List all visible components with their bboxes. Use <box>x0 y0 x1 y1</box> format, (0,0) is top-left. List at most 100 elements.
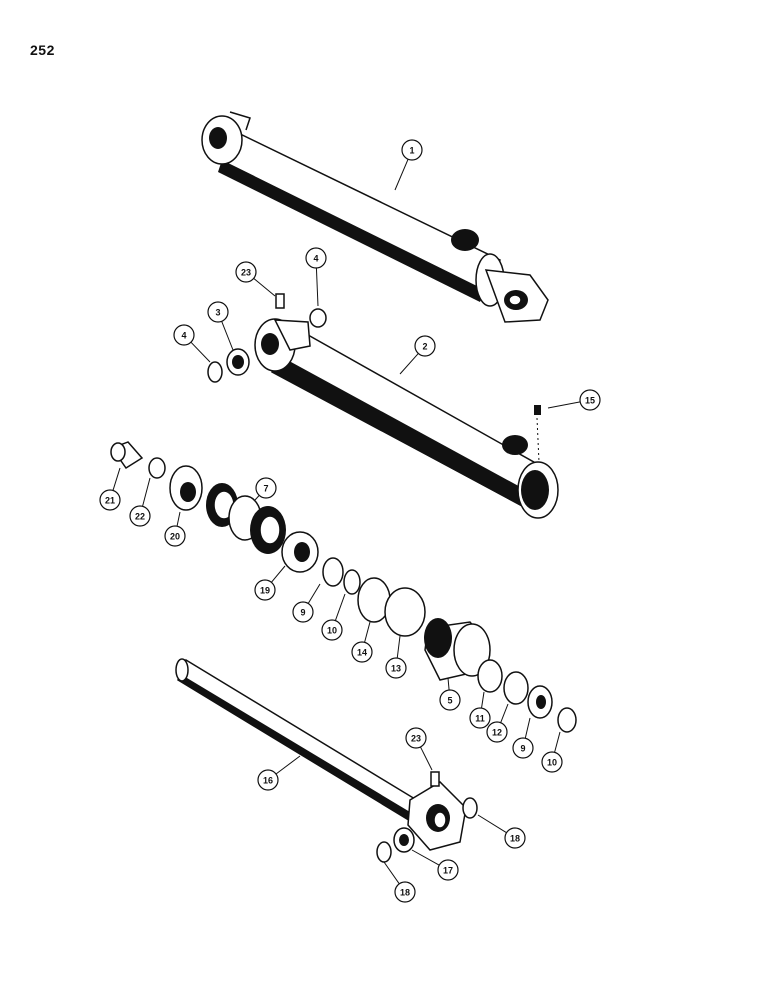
callout-label: 4 <box>313 254 318 264</box>
wiper-9-right <box>527 685 553 719</box>
retaining-ring-18-left <box>376 841 392 863</box>
leader-line <box>477 814 507 834</box>
callout-circle <box>504 827 526 849</box>
callout-4: 4 <box>305 247 327 307</box>
callout-circle <box>437 859 459 881</box>
callout-label: 19 <box>260 586 270 596</box>
rod-seal-11 <box>477 659 503 693</box>
callout-circle <box>164 525 186 547</box>
callout-label: 5 <box>447 696 452 706</box>
callout-label: 18 <box>400 888 410 898</box>
leader-line <box>500 703 509 723</box>
callout-17: 17 <box>411 849 459 881</box>
callout-circle <box>405 727 427 749</box>
callout-circle <box>235 261 257 283</box>
backup-ring-13 <box>384 587 426 637</box>
callout-circle <box>512 737 534 759</box>
callout-18: 18 <box>383 861 416 903</box>
callout-label: 22 <box>135 512 145 522</box>
callout-label: 17 <box>443 866 453 876</box>
o-ring-10-left <box>343 569 361 595</box>
nut-21 <box>110 441 144 470</box>
page-number: 252 <box>30 42 55 58</box>
callout-circle <box>541 751 563 773</box>
callout-circle <box>439 689 461 711</box>
callout-label: 21 <box>105 496 115 506</box>
leader-line <box>547 401 581 409</box>
callout-21: 21 <box>99 467 121 511</box>
bushing-17 <box>393 827 415 853</box>
leader-line <box>176 511 181 527</box>
callout-2: 2 <box>399 335 436 375</box>
leader-line <box>221 321 234 351</box>
callout-10: 10 <box>321 593 346 641</box>
callout-5: 5 <box>439 677 461 711</box>
callout-circle <box>173 324 195 346</box>
callout-9: 9 <box>292 583 321 623</box>
callout-label: 13 <box>391 664 401 674</box>
callout-circle <box>321 619 343 641</box>
leader-line <box>524 717 531 739</box>
callout-label: 11 <box>475 714 485 724</box>
leader-line <box>394 159 409 191</box>
leader-line <box>315 267 319 307</box>
o-ring-10-right <box>557 707 577 733</box>
setscrew-15 <box>534 405 541 463</box>
grease-fitting-23-bottom <box>430 771 440 787</box>
callout-circle <box>385 657 407 679</box>
callout-22: 22 <box>129 477 151 527</box>
callout-23: 23 <box>235 261 276 297</box>
callout-circle <box>129 505 151 527</box>
callout-18: 18 <box>477 814 526 849</box>
callout-label: 23 <box>241 268 251 278</box>
washer-22 <box>148 457 166 479</box>
callout-circle <box>394 881 416 903</box>
callout-9: 9 <box>512 717 534 759</box>
callout-circle <box>207 301 229 323</box>
retaining-ring-18-right <box>462 797 478 819</box>
leader-line <box>253 277 276 297</box>
callout-label: 14 <box>357 648 367 658</box>
callout-circle <box>351 641 373 663</box>
callout-circle <box>255 477 277 499</box>
leader-line <box>399 353 419 375</box>
callout-label: 3 <box>215 308 220 318</box>
backup-ring-9-left <box>322 557 344 587</box>
callout-label: 16 <box>263 776 273 786</box>
gland-5 <box>424 618 491 681</box>
piston-20 <box>169 465 203 511</box>
callout-3: 3 <box>207 301 234 351</box>
callout-1: 1 <box>394 139 423 191</box>
callout-19: 19 <box>254 565 286 601</box>
callout-4: 4 <box>173 324 211 363</box>
retaining-ring-4-left <box>207 361 223 383</box>
callout-circle <box>469 707 491 729</box>
backup-ring-12 <box>503 671 529 705</box>
callout-circle <box>579 389 601 411</box>
callout-label: 9 <box>520 744 525 754</box>
callout-label: 23 <box>411 734 421 744</box>
cylinder-barrel <box>254 318 559 519</box>
leader-line <box>364 621 371 643</box>
leader-line <box>447 677 450 691</box>
callout-13: 13 <box>385 635 407 679</box>
leader-line <box>554 731 561 753</box>
callout-circle <box>401 139 423 161</box>
callout-circle <box>254 579 276 601</box>
leader-line <box>275 755 301 775</box>
leader-line <box>142 477 151 507</box>
callout-label: 15 <box>585 396 595 406</box>
piston-seal-7 <box>206 483 286 554</box>
leader-line <box>420 746 433 771</box>
callout-circle <box>99 489 121 511</box>
callout-20: 20 <box>164 511 186 547</box>
piston-rod-16 <box>175 658 467 851</box>
callout-label: 4 <box>181 331 186 341</box>
callout-11: 11 <box>469 691 491 729</box>
callout-circle <box>257 769 279 791</box>
callout-label: 20 <box>170 532 180 542</box>
callout-label: 1 <box>409 146 414 156</box>
leader-line <box>481 691 485 709</box>
callout-label: 2 <box>422 342 427 352</box>
